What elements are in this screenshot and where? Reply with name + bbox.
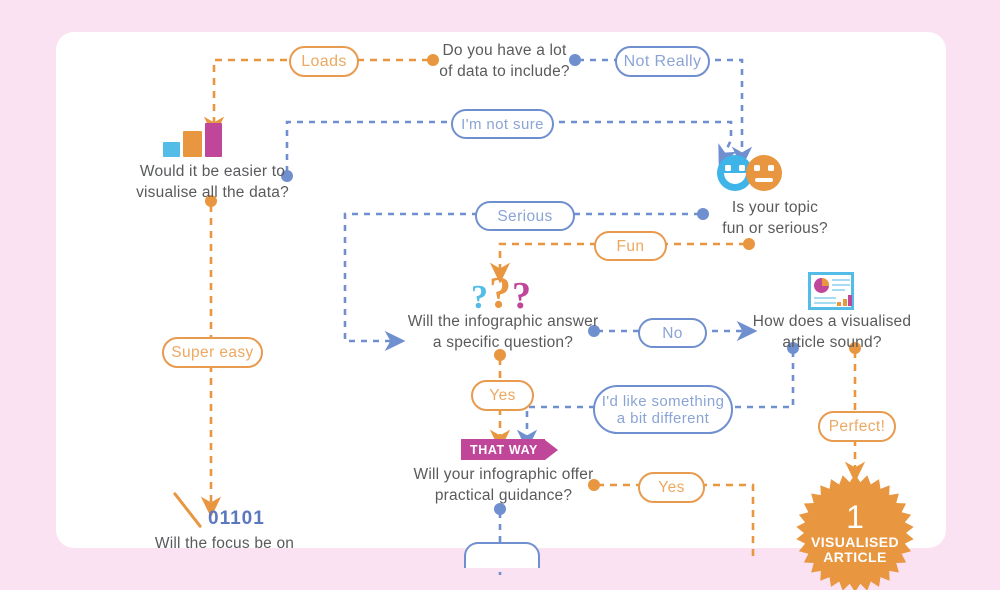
dot-visualise-right: [281, 170, 293, 182]
that-way-label: THAT WAY: [470, 442, 538, 457]
edge-fun-left: [489, 242, 597, 284]
question-visualise-all: Would it be easier to visualise all the …: [136, 163, 289, 201]
option-yes-practical[interactable]: Yes: [638, 472, 705, 503]
option-yes-specific[interactable]: Yes: [471, 380, 534, 411]
option-fun[interactable]: Fun: [594, 231, 667, 261]
dot-visualise-bottom: [205, 195, 217, 207]
edge-yes-practical-out: [700, 483, 755, 560]
starburst-badge-icon: 1 VISUALISED ARTICLE: [798, 476, 912, 590]
neutral-face-icon: [746, 155, 782, 191]
option-im-not-sure-label: I'm not sure: [461, 115, 544, 133]
edge-notsure-left: [285, 120, 454, 172]
option-yes-practical-label: Yes: [658, 479, 685, 496]
question-focus-on: Will the focus be on: [154, 535, 295, 552]
dot-article-left: [787, 342, 799, 354]
option-not-really-label: Not Really: [623, 53, 702, 70]
option-a-bit-different[interactable]: I'd like something a bit different: [593, 385, 733, 434]
dot-topic-left: [697, 208, 709, 220]
edge-notreally-out: [703, 58, 753, 168]
that-way-banner: THAT WAY: [461, 439, 558, 460]
edge-different-left: [516, 405, 595, 451]
option-no[interactable]: No: [638, 318, 707, 348]
dot-topic-bottom: [743, 238, 755, 250]
starburst-shape: [796, 474, 914, 590]
option-super-easy[interactable]: Super easy: [162, 337, 263, 368]
option-serious-label: Serious: [497, 207, 553, 225]
option-yes-specific-label: Yes: [489, 387, 516, 404]
option-fun-label: Fun: [616, 237, 645, 255]
option-loads-label: Loads: [301, 53, 347, 70]
badge-number: 1: [846, 498, 864, 535]
edge-notsure-right: [547, 120, 737, 167]
option-no-label: No: [662, 324, 683, 342]
option-perfect[interactable]: Perfect!: [818, 411, 896, 442]
option-loads[interactable]: Loads: [289, 46, 359, 77]
option-im-not-sure[interactable]: I'm not sure: [451, 109, 554, 139]
dot-data-amount-right: [569, 54, 581, 66]
visualised-article-icon: [808, 272, 854, 310]
edge-serious-left: [343, 212, 478, 352]
edge-different-right: [727, 351, 795, 409]
option-a-bit-different-label: I'd like something a bit different: [601, 392, 725, 427]
binary-code-label: 01101: [208, 508, 265, 529]
dot-practical-right: [588, 479, 600, 491]
mini-bar-chart-glyph: [837, 295, 852, 306]
bar-chart-icon: [163, 123, 222, 157]
question-topic-tone: Is your topic fun or serious?: [722, 199, 828, 237]
option-serious[interactable]: Serious: [475, 201, 575, 231]
dot-data-amount-left: [427, 54, 439, 66]
question-practical-guidance: Will your infographic offer practical gu…: [413, 466, 594, 504]
dot-specific-right: [588, 325, 600, 337]
question-visualised-article: How does a visualised article sound?: [752, 313, 912, 351]
question-marks-icon: ? ? ?: [471, 268, 531, 317]
dot-specific-bottom: [494, 349, 506, 361]
badge-caption: VISUALISED ARTICLE: [810, 533, 899, 565]
that-way-arrow-tip: [545, 439, 558, 460]
connector-dots: [205, 54, 861, 515]
option-cut-off-bottom[interactable]: [464, 542, 540, 568]
option-super-easy-label: Super easy: [171, 344, 254, 361]
smiley-faces-icon: [717, 155, 782, 191]
option-perfect-label: Perfect!: [828, 418, 886, 435]
question-data-amount: Do you have a lot of data to include?: [439, 42, 570, 80]
question-specific: Will the infographic answer a specific q…: [407, 313, 599, 351]
dot-practical-bottom: [494, 503, 506, 515]
pie-chart-glyph: [814, 278, 829, 293]
option-not-really[interactable]: Not Really: [615, 46, 710, 77]
dot-article-right: [849, 342, 861, 354]
